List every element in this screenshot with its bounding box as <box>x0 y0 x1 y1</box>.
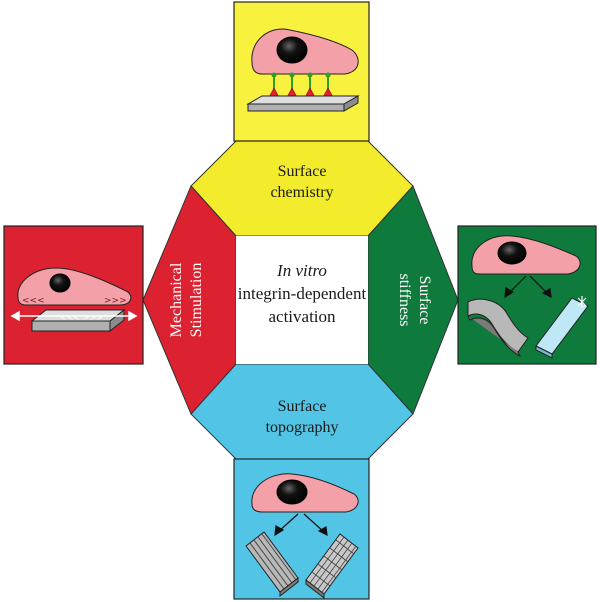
bottom-label-line1: Surface <box>278 398 327 415</box>
stimulation-arrows-right: >>> <box>104 296 127 306</box>
substrate-icon <box>246 95 360 105</box>
top-label-line2: chemistry <box>270 184 333 201</box>
nucleus-icon <box>276 36 308 64</box>
stretch-arrow-icon <box>10 310 138 322</box>
panel-mechanical-stimulation: <<< >>> <<< >>> <box>3 225 144 365</box>
cell-icon <box>17 267 132 306</box>
panel-surface-chemistry <box>233 1 370 142</box>
crack-icon <box>577 296 587 308</box>
right-label-line2: stiffness <box>396 273 413 326</box>
panel-surface-stiffness <box>457 225 597 365</box>
segment-mechanical-stimulation <box>142 185 237 415</box>
nucleus-icon <box>497 241 527 265</box>
center-title-italic: In vitro <box>276 261 327 280</box>
panel-surface-topography <box>233 458 370 600</box>
stimulation-arrows-left: <<< <box>22 296 45 306</box>
right-label-line1: Surface <box>416 276 433 325</box>
center-title-line2: integrin-dependent <box>238 284 367 303</box>
nucleus-icon <box>49 273 71 293</box>
center-octagon <box>236 236 368 364</box>
grooved-substrate-icon <box>245 531 299 598</box>
svg-text:<<< >>>: <<< >>> <box>60 313 103 322</box>
top-label-line1: Surface <box>278 163 327 180</box>
nucleus-icon <box>276 479 308 505</box>
center-title-line3: activation <box>268 307 336 326</box>
left-label-line1: Mechanical <box>168 262 185 337</box>
grid-substrate-icon <box>305 533 359 600</box>
left-label-line2: Stimulation <box>188 263 205 338</box>
bottom-label-line2: topography <box>266 419 339 436</box>
